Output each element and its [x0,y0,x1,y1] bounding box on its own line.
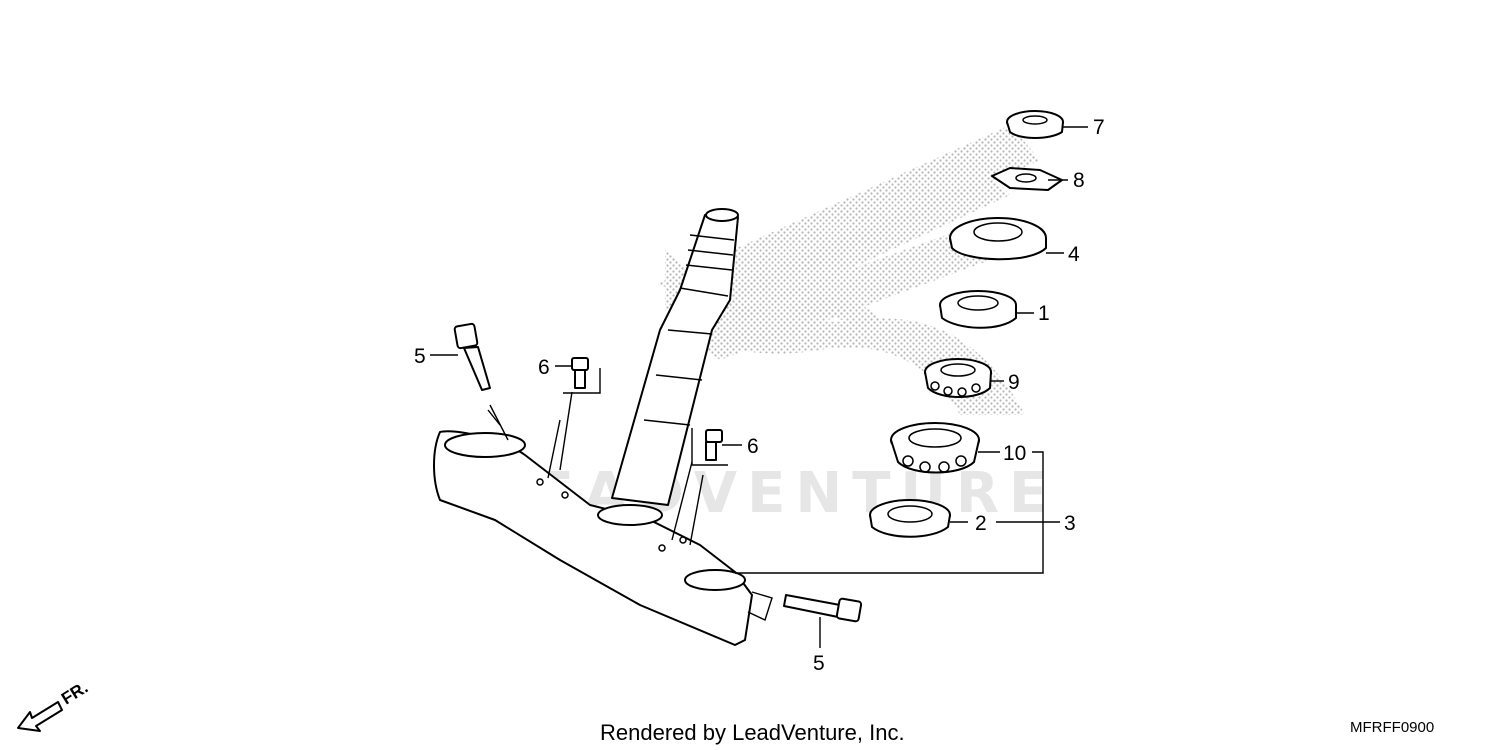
lower-bearing [890,422,980,474]
front-direction-indicator: FR. [17,678,91,732]
footer-credit: Rendered by LeadVenture, Inc. [600,720,905,745]
clamp-bolt-upper [453,322,509,441]
lock-washer [991,167,1063,191]
callout-6-lower: 6 [747,435,759,458]
small-bolt-right [671,428,728,546]
callout-1: 1 [1038,302,1050,325]
callout-5-upper: 5 [414,345,426,368]
callout-5-lower: 5 [813,652,825,675]
adjusting-nut [949,217,1047,261]
upper-bearing [924,358,992,398]
bearing-race [869,499,951,538]
small-bolt-left [547,357,601,479]
bottom-bridge [433,430,753,646]
callout-3: 3 [1064,512,1076,535]
callout-9: 9 [1008,371,1020,394]
callout-7: 7 [1093,116,1105,139]
callout-10: 10 [1003,442,1026,465]
callouts: 7 8 4 1 9 10 2 3 5 5 6 6 [414,116,1105,675]
callout-2: 2 [975,512,987,535]
clamp-bolt-lower [747,591,863,623]
dust-seal [939,290,1017,329]
arrow-icon [17,701,63,732]
front-label: FR. [58,678,91,709]
callout-8: 8 [1073,169,1085,192]
steering-stem [611,208,739,506]
callout-6-upper: 6 [538,356,550,379]
callout-4: 4 [1068,243,1080,266]
leader-lines [430,126,1088,648]
lock-nut [1006,110,1064,139]
diagram-code: MFRFF0900 [1350,719,1434,736]
